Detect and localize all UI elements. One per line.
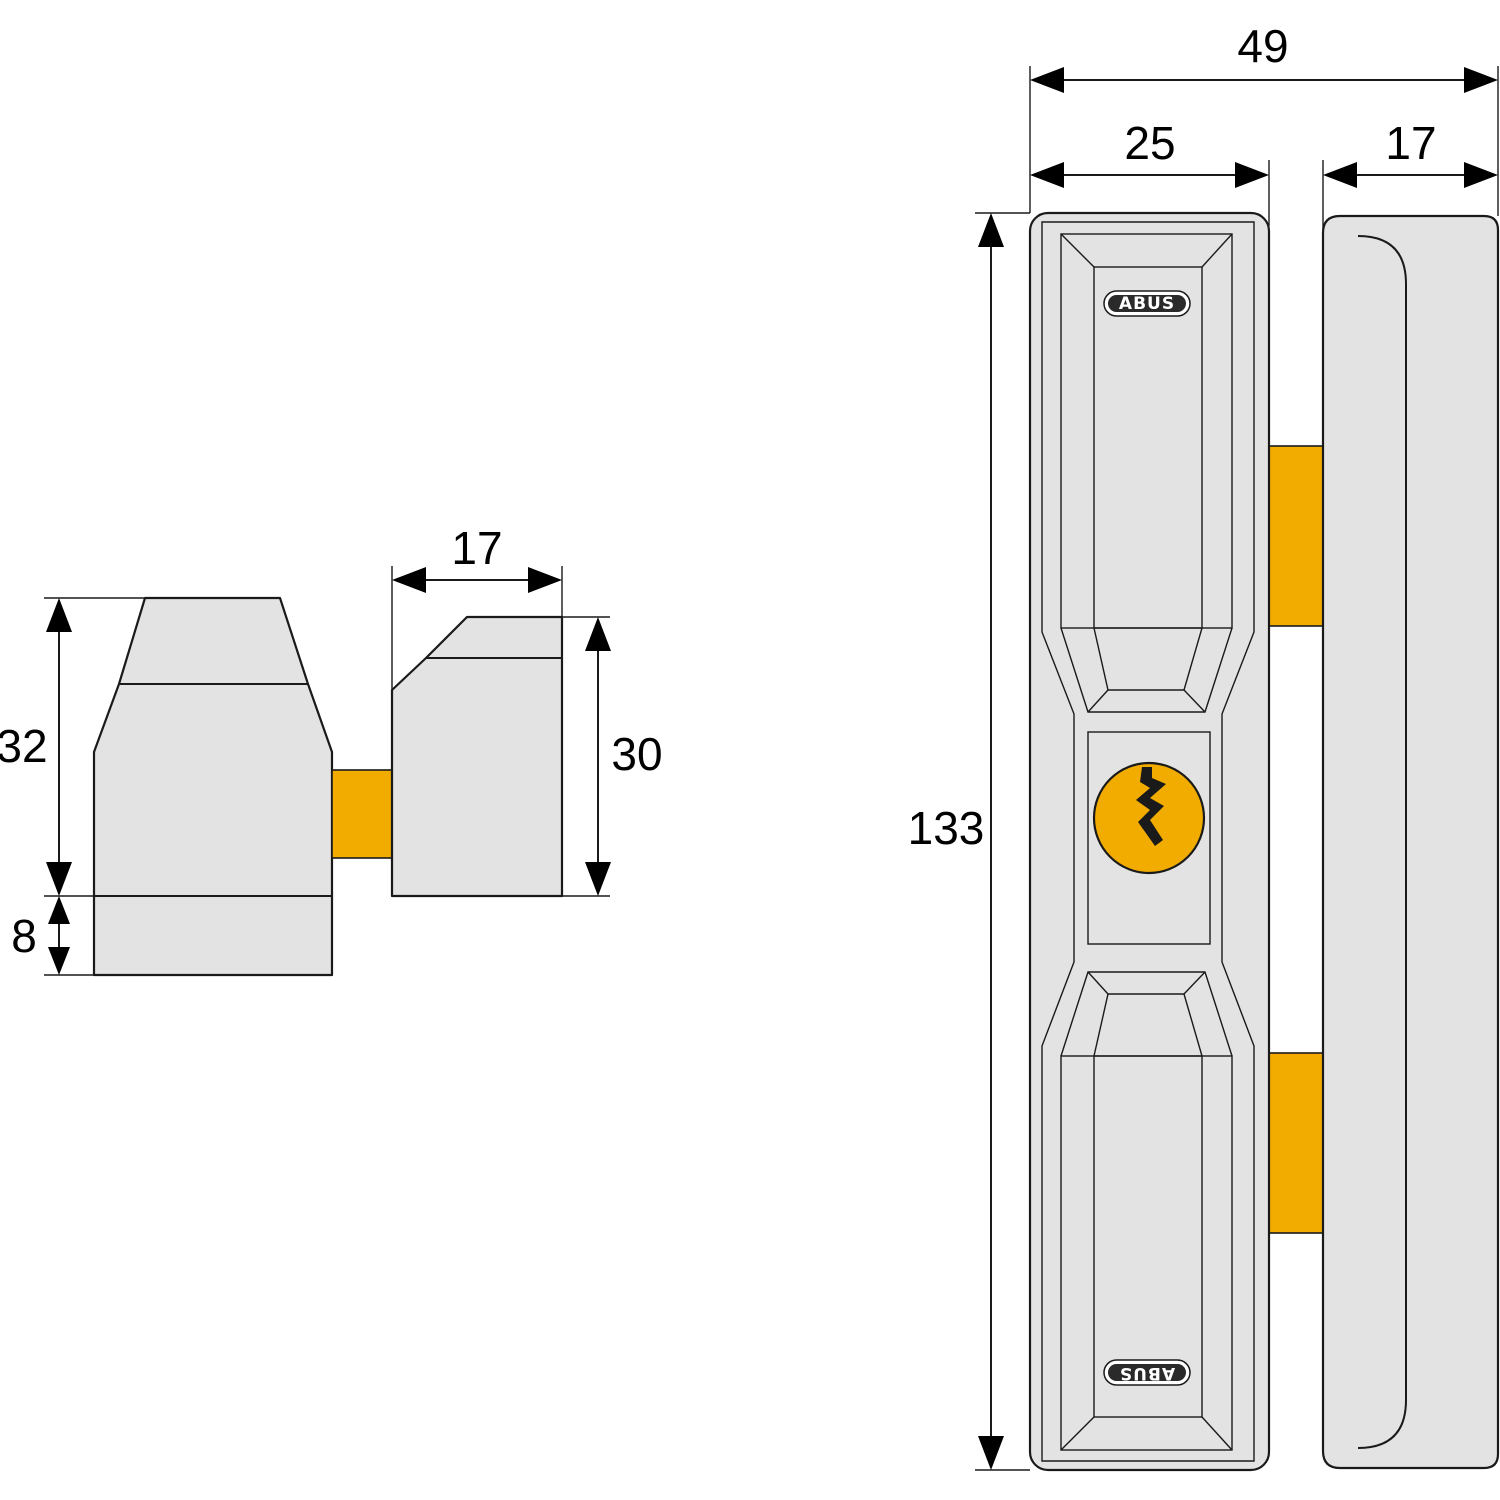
abus-logo-top: ABUS (1103, 290, 1191, 317)
dimension-side-base: 8 (11, 896, 94, 976)
front-keeper-body (1321, 214, 1500, 1470)
front-lock-inner-outline (1041, 221, 1255, 1462)
side-height-label: 32 (0, 720, 48, 772)
keyhole-icon (1136, 767, 1166, 846)
side-base-label: 8 (11, 910, 37, 962)
front-bolt-top (1267, 445, 1325, 627)
lower-button (1060, 971, 1233, 1451)
dimension-strike-height: 30 (562, 616, 663, 897)
lock-width-label: 25 (1124, 117, 1175, 169)
side-bolt (331, 769, 393, 859)
overall-width-label: 49 (1237, 20, 1288, 72)
strike-width-label: 17 (451, 522, 502, 574)
keeper-width-label: 17 (1385, 117, 1436, 169)
dimension-keeper-width: 17 (1322, 117, 1498, 233)
strike-height-label: 30 (611, 728, 662, 780)
dimension-overall-width: 49 (1029, 20, 1499, 216)
key-panel (1087, 731, 1211, 945)
upper-button-taper (1060, 627, 1233, 713)
front-bolt-bottom (1267, 1052, 1325, 1234)
dimension-overall-height: 133 (908, 212, 1030, 1471)
dimension-lock-width: 25 (1030, 117, 1270, 226)
abus-logo-bottom-text: ABUS (1119, 1363, 1175, 1383)
dimension-strike-width: 17 (391, 522, 563, 690)
overall-height-label: 133 (908, 802, 985, 854)
upper-button-inner (1093, 266, 1203, 629)
abus-logo-top-text: ABUS (1119, 294, 1175, 314)
front-keeper-inner-edge (1357, 235, 1407, 1449)
dimension-side-height: 32 (0, 597, 145, 897)
side-lock-body (92, 596, 334, 977)
abus-logo-bottom: ABUS (1103, 1359, 1191, 1386)
side-view: 32 8 17 30 (0, 522, 663, 977)
front-view: ABUS ABUS (1028, 211, 1500, 1472)
